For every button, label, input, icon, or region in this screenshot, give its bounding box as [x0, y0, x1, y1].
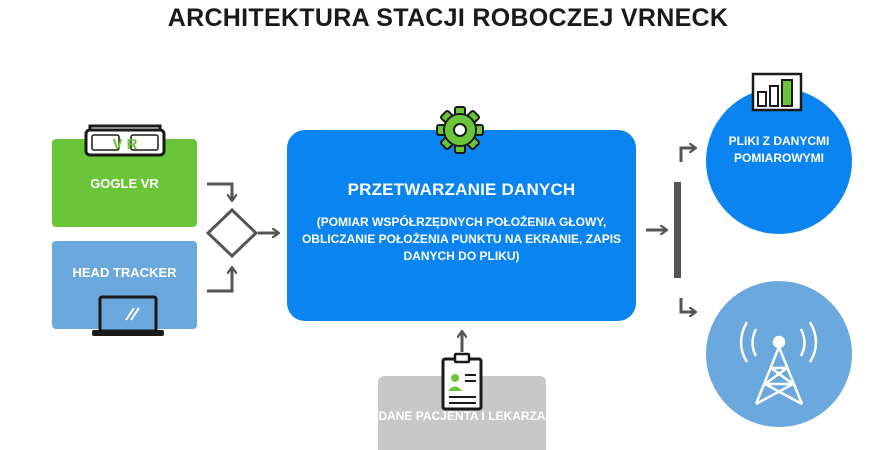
gear-icon: [436, 106, 484, 154]
measurement-files-node: [706, 88, 852, 234]
vr-goggles-icon: V R: [84, 124, 166, 157]
tracker-to-merge-arrow: [207, 268, 232, 293]
laptop-icon: [92, 295, 164, 336]
processing-node: PRZETWARZANIE DANYCH (POMIAR WSPÓŁRZĘDNY…: [287, 130, 636, 321]
processing-description: (POMIAR WSPÓŁRZĘDNYCH POŁOŻENIA GŁOWY, O…: [301, 215, 622, 263]
measurement-files-label: PLIKI Z DANYCMI POMIAROWYMI: [728, 134, 830, 165]
splitter-to-tower-arrow: [679, 298, 695, 312]
transmission-node: [706, 281, 852, 427]
diagram-title: ARCHITEKTURA STACJI ROBOCZEJ VRNECK: [167, 4, 729, 32]
processing-title: PRZETWARZANIE DANYCH: [347, 180, 576, 199]
head-tracker-label: HEAD TRACKER: [72, 264, 177, 280]
clipboard-icon: [441, 352, 483, 411]
output-splitter-bar: [674, 182, 681, 278]
vr-to-merge-arrow: [207, 182, 232, 200]
antenna-tower-icon: [739, 321, 818, 406]
vr-goggles-label: GOGLE VR: [90, 175, 159, 191]
splitter-to-files-arrow: [679, 148, 695, 162]
patient-data-label: DANE PACJENTA I LEKARZA: [378, 409, 546, 423]
merge-diamond: [205, 207, 259, 259]
bar-chart-icon: [751, 72, 803, 112]
vr-goggles-text: V R: [112, 136, 137, 153]
